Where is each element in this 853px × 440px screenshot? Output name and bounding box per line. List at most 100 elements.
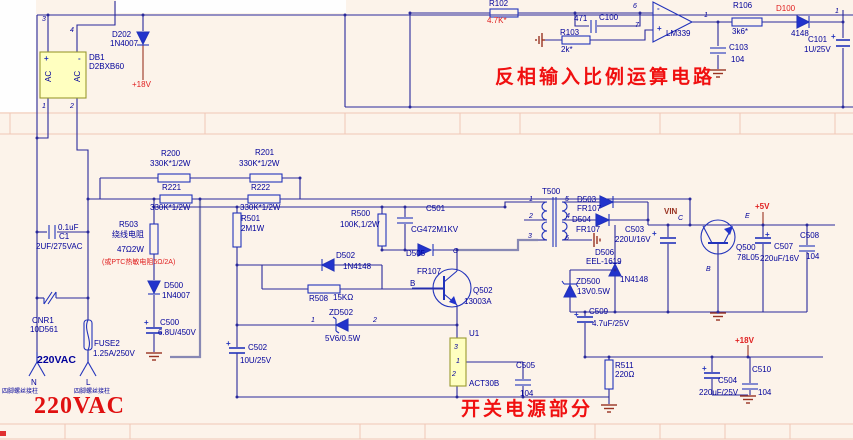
opamp-lm339[interactable] <box>652 1 694 43</box>
label-fuse-ref: FUSE2 <box>94 339 120 348</box>
label-d502-val: 1N4148 <box>343 262 372 271</box>
q502-collector-label: C <box>453 248 459 255</box>
title-220vac: 220VAC <box>34 393 125 419</box>
label-r222-ref: R222 <box>251 183 271 192</box>
transistor-q502[interactable] <box>412 268 472 308</box>
capacitor-c101[interactable] <box>836 39 850 47</box>
label-d504-ref: D504 <box>572 215 592 224</box>
fuse-fuse2[interactable] <box>83 319 93 351</box>
diode-d100[interactable] <box>796 15 811 29</box>
opamp-noninv-mark: + <box>657 24 662 33</box>
transformer-t500[interactable] <box>505 197 568 247</box>
capacitor-c502[interactable] <box>229 347 245 354</box>
label-q502-val: 13003A <box>464 297 492 306</box>
junction-dots <box>35 11 845 399</box>
diode-d202[interactable] <box>136 31 150 46</box>
label-5v: +5V <box>755 202 770 211</box>
capacitor-c504[interactable] <box>704 372 720 379</box>
page-mark <box>0 431 6 436</box>
label-r501-ref: R501 <box>241 214 261 223</box>
resistor-r103[interactable] <box>561 35 591 45</box>
resistor-r102[interactable] <box>489 8 519 18</box>
diode-d502[interactable] <box>320 258 335 272</box>
capacitor-c1[interactable] <box>48 225 56 239</box>
opamp-pin1: 1 <box>704 12 708 19</box>
label-r222-val: 330K*1/2W <box>240 203 281 212</box>
transistor-q500-78l05[interactable] <box>700 219 736 255</box>
label-db1-part: D2BXB60 <box>89 62 125 71</box>
ground-icon-q500 <box>710 312 726 321</box>
diode-d504[interactable] <box>595 213 611 227</box>
bridge-pin2: 2 <box>70 103 74 110</box>
ground-icon-c504 <box>740 395 756 404</box>
resistor-r200[interactable] <box>157 173 191 183</box>
label-18v-top: +18V <box>132 80 151 89</box>
capacitor-c500[interactable] <box>146 327 162 334</box>
label-d100-val: 4148 <box>791 29 809 38</box>
label-r508-ref: R508 <box>309 294 329 303</box>
c507-plus: + <box>765 230 770 239</box>
diode-zd502[interactable] <box>332 316 349 334</box>
diode-zd500[interactable] <box>561 280 579 298</box>
resistor-r503[interactable] <box>149 223 159 255</box>
label-c503-ref: C503 <box>625 225 645 234</box>
terminal-n[interactable] <box>28 352 46 377</box>
label-c1-val: 2UF/275VAC <box>36 242 83 251</box>
c509-plus: + <box>574 310 579 319</box>
opamp-pin7: 7 <box>635 22 639 29</box>
resistor-r500[interactable] <box>377 213 387 247</box>
resistor-r201[interactable] <box>249 173 283 183</box>
label-d505-val: FR107 <box>417 267 442 276</box>
opamp-pin6: 6 <box>633 3 637 10</box>
resistor-r222[interactable] <box>247 194 281 204</box>
label-r106-ref: R106 <box>733 1 753 10</box>
label-c507-ref: C507 <box>774 242 794 251</box>
diode-d505[interactable] <box>417 243 434 257</box>
resistor-r511[interactable] <box>604 359 614 390</box>
resistor-r221[interactable] <box>159 194 193 204</box>
bridge-pin1: 1 <box>42 103 46 110</box>
label-zd502-ref: ZD502 <box>329 308 354 317</box>
diode-d503[interactable] <box>599 195 615 209</box>
ground-icon-c103 <box>710 69 726 78</box>
label-c100-val: 471 <box>574 14 588 23</box>
ground-icon-r511 <box>601 404 617 413</box>
t500-pin2: 2 <box>529 213 533 220</box>
label-d100-ref: D100 <box>776 4 796 13</box>
label-q502-ref: Q502 <box>473 286 493 295</box>
label-t500-ref: T500 <box>542 187 561 196</box>
label-d500-val: 1N4007 <box>162 291 191 300</box>
capacitor-c505[interactable] <box>515 379 531 386</box>
capacitor-c510[interactable] <box>742 383 758 390</box>
capacitor-c509[interactable] <box>577 316 593 323</box>
ground-icon-r103 <box>535 33 545 47</box>
varistor-cnr1[interactable] <box>43 291 57 305</box>
bridge-rectifier-db1[interactable] <box>39 51 87 99</box>
label-c501-val: CG472M1KV <box>411 225 459 234</box>
maroon-wires[interactable] <box>142 45 764 357</box>
capacitor-c103[interactable] <box>710 47 726 54</box>
capacitor-c508[interactable] <box>799 245 815 252</box>
resistor-r508[interactable] <box>307 284 341 294</box>
label-q500-val: 78L05 <box>737 253 760 262</box>
resistor-r501[interactable] <box>232 212 242 248</box>
label-c500-val: 6.8U/450V <box>158 328 196 337</box>
terminal-l[interactable] <box>79 352 97 377</box>
t500-pin4: 4 <box>566 213 570 220</box>
thick-wires[interactable] <box>170 199 538 359</box>
label-c502-val: 10U/25V <box>240 356 272 365</box>
diode-d500[interactable] <box>147 280 161 295</box>
ground-icon-c500 <box>146 352 162 361</box>
label-d506-ref: D506 <box>595 248 615 257</box>
resistor-r106[interactable] <box>731 17 763 27</box>
t500-pin1: 1 <box>529 196 533 203</box>
capacitor-c507[interactable] <box>755 237 771 244</box>
label-c510-ref: C510 <box>752 365 772 374</box>
capacitor-c501[interactable] <box>397 217 413 224</box>
wires[interactable] <box>36 1 853 404</box>
capacitor-c503[interactable] <box>660 237 676 244</box>
ic-u1-act30b[interactable] <box>449 337 467 387</box>
label-d202-ref: D202 <box>112 30 132 39</box>
capacitor-c100[interactable] <box>590 20 597 33</box>
label-c100-ref: C100 <box>599 13 619 22</box>
